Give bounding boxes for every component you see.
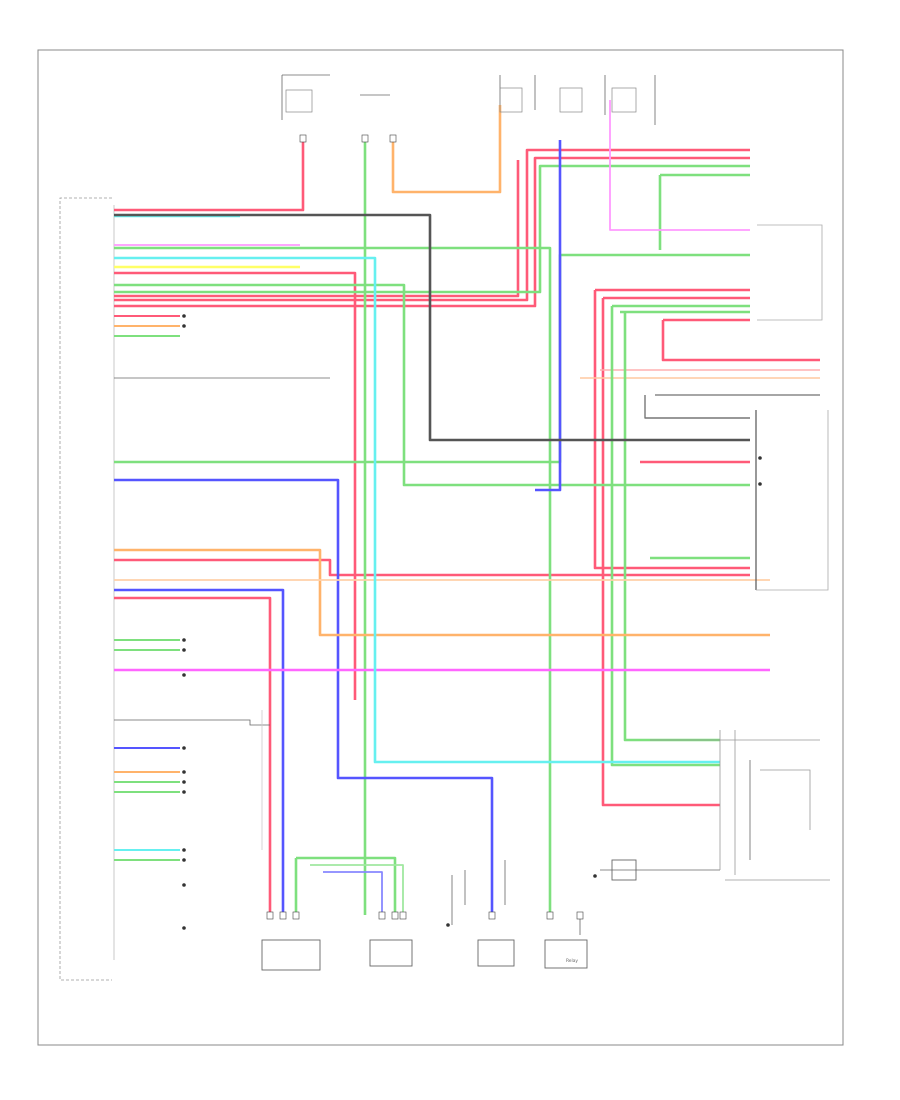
- terminal-dot-11: [182, 858, 186, 862]
- connector-9: [399, 911, 407, 920]
- wire-pink-6: [114, 558, 750, 577]
- connector-8: [391, 911, 399, 920]
- wire-magenta-2: [609, 100, 750, 231]
- wire-blue-4: [323, 871, 383, 915]
- wire-pink-5: [114, 160, 520, 298]
- blower-module-box: [477, 939, 515, 967]
- ac-amplifier-outline: [59, 197, 112, 981]
- terminal-dot-7: [182, 770, 186, 774]
- wire-gray-2: [644, 395, 750, 419]
- connector-1: [299, 134, 307, 143]
- terminal-dots: [182, 314, 762, 930]
- terminal-dot-8: [182, 780, 186, 784]
- signal-line-23: [760, 769, 811, 830]
- connector-3: [389, 134, 397, 143]
- terminal-dot-4: [182, 648, 186, 652]
- bottom-components: [261, 859, 637, 971]
- terminal-dot-12: [182, 883, 186, 887]
- wire-blue-1: [535, 140, 562, 492]
- wire-green-3: [114, 164, 750, 294]
- small-sensor-box: [611, 859, 637, 881]
- wire-green-1: [114, 246, 552, 915]
- connector-7: [378, 911, 386, 920]
- terminal-dot-15: [758, 482, 762, 486]
- wire-pink-1: [114, 140, 305, 212]
- connector-markers: [266, 134, 584, 920]
- terminal-dot-5: [182, 673, 186, 677]
- fuse-box-3: [559, 87, 583, 113]
- fuse-box-2: [499, 87, 523, 113]
- terminal-dot-2: [182, 324, 186, 328]
- wire-green-10: [623, 312, 720, 742]
- terminal-dot-13: [182, 926, 186, 930]
- relay-box: [544, 939, 588, 969]
- wire-green-2: [114, 283, 750, 487]
- signal-line-20: [756, 410, 829, 591]
- signal-lines: [114, 74, 830, 935]
- connector-2: [361, 134, 369, 143]
- fuse-box-1: [285, 89, 313, 113]
- wire-cyan-1: [114, 256, 720, 764]
- wire-pink-9: [593, 290, 750, 570]
- wire-blue-3: [114, 588, 285, 915]
- terminal-dot-16: [446, 923, 450, 927]
- terminal-dot-9: [182, 790, 186, 794]
- terminal-dot-3: [182, 638, 186, 642]
- terminal-dot-1: [182, 314, 186, 318]
- diagram-frame: [37, 49, 844, 1046]
- wire-blue-2: [114, 478, 494, 915]
- connector-11: [546, 911, 554, 920]
- connector-6: [292, 911, 300, 920]
- wire-pink-2: [114, 271, 357, 700]
- terminal-dot-14: [758, 456, 762, 460]
- connector-5: [279, 911, 287, 920]
- wire-orange-2: [114, 548, 770, 637]
- signal-line-9: [114, 719, 270, 726]
- fuse-box-4: [611, 87, 637, 113]
- wire-pink-3: [114, 148, 750, 302]
- terminal-dot-10: [182, 848, 186, 852]
- wires: [114, 100, 820, 915]
- terminal-dot-6: [182, 746, 186, 750]
- connector-10: [488, 911, 496, 920]
- wire-gray-1: [114, 213, 750, 442]
- amp-stubs: [114, 315, 180, 861]
- solar-sensor-box: [261, 939, 321, 971]
- wire-orange-1: [391, 105, 502, 194]
- relay-box-caption: Relay: [566, 958, 578, 964]
- wire-green-15: [310, 864, 404, 915]
- signal-line-21: [757, 224, 823, 321]
- wire-pink-7: [114, 596, 272, 915]
- ambient-sensor-box: [369, 939, 413, 967]
- upper-fuse-boxes: [285, 87, 637, 113]
- terminal-dot-17: [593, 874, 597, 878]
- connector-12: [576, 911, 584, 920]
- wire-pink-12: [661, 320, 820, 362]
- connector-4: [266, 911, 274, 920]
- wire-green-13: [296, 856, 397, 915]
- wire-pink-11: [601, 298, 720, 807]
- wire-pink-4: [114, 156, 750, 308]
- wire-green-8: [610, 306, 720, 767]
